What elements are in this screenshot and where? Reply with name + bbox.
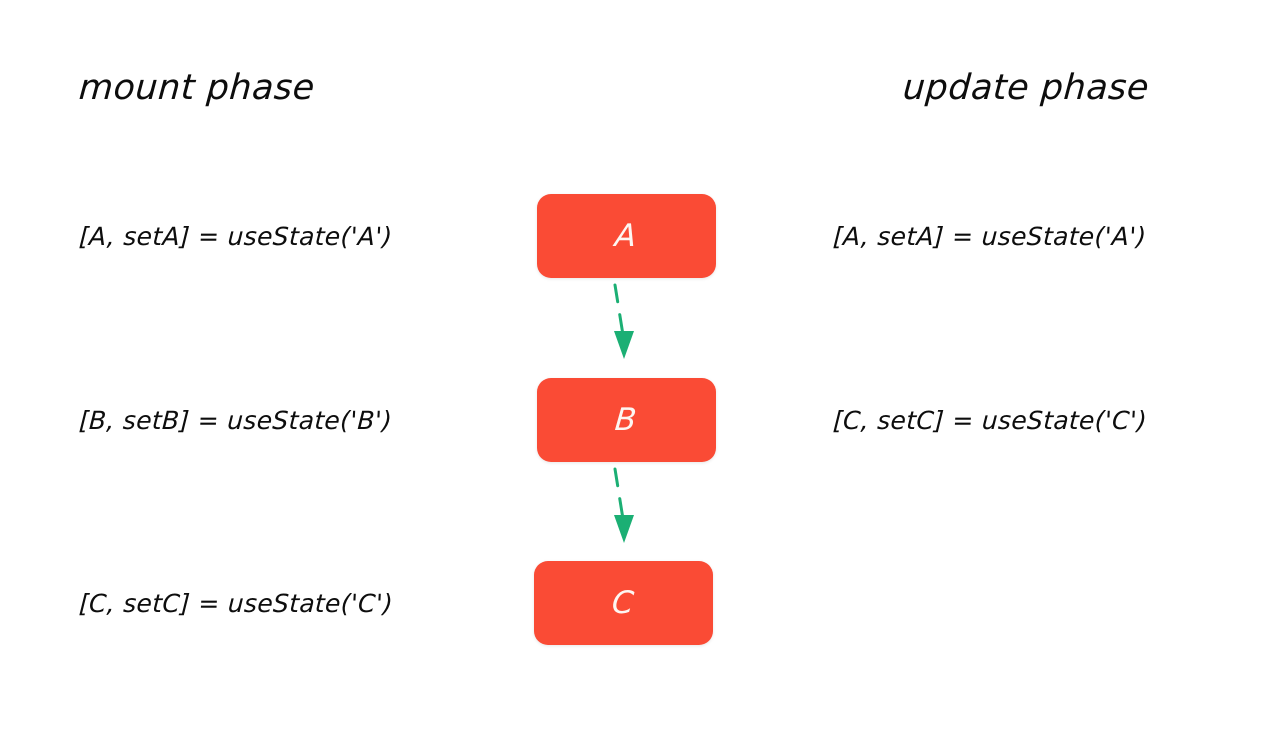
mount-hook-line-2: [B, setB] = useState('B') (78, 406, 393, 435)
mount-phase-title: mount phase (77, 68, 317, 108)
node-label-a: A (613, 218, 640, 254)
node-box-c[interactable]: C (534, 561, 713, 645)
update-hook-line-2: [C, setC] = useState('C') (832, 406, 1148, 435)
node-box-b[interactable]: B (537, 378, 716, 462)
node-label-c: C (610, 585, 637, 621)
node-box-a[interactable]: A (537, 194, 716, 278)
mount-hook-line-1: [A, setA] = useState('A') (78, 222, 394, 251)
mount-hook-line-3: [C, setC] = useState('C') (78, 589, 394, 618)
node-label-b: B (613, 402, 640, 438)
flow-arrow-b-to-c-icon (613, 467, 634, 543)
update-phase-title: update phase (901, 68, 1151, 108)
flow-arrow-a-to-b-icon (613, 283, 634, 359)
update-hook-line-1: [A, setA] = useState('A') (832, 222, 1148, 251)
